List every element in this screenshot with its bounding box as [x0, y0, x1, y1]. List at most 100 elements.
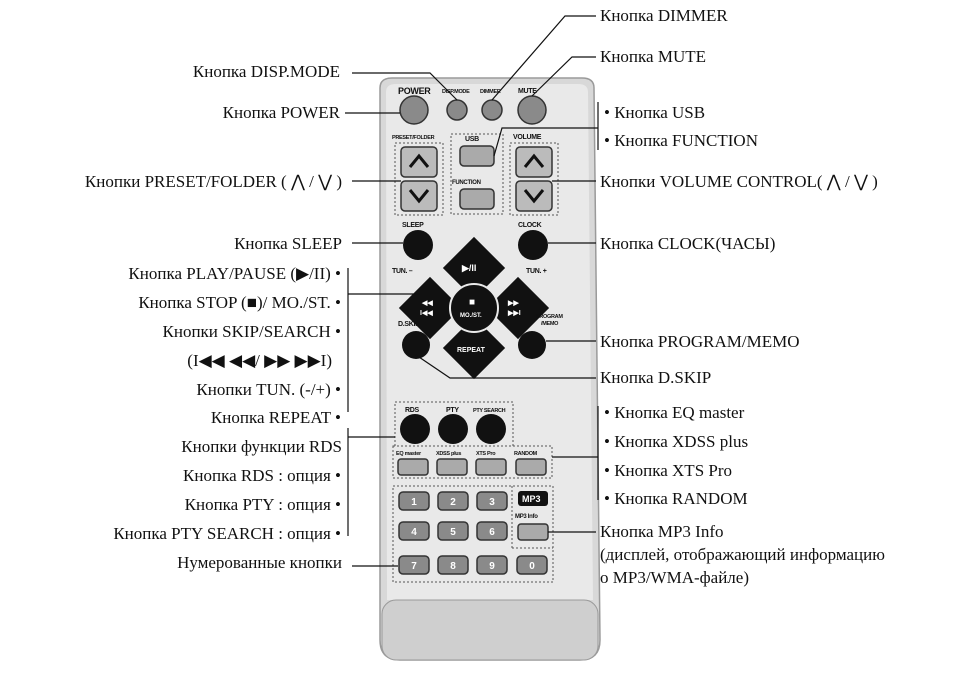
remote-tail — [381, 599, 599, 661]
label-xdss-plus: • Кнопка XDSS plus — [604, 432, 749, 451]
skip-back-button[interactable] — [398, 276, 462, 340]
mp3-info-button[interactable] — [517, 523, 549, 541]
volume-key-label: VOLUME — [513, 134, 542, 141]
program-key-label-2: /MEMO — [541, 321, 559, 327]
label-pty: Кнопка PTY : опция • — [184, 495, 341, 514]
digit-button-9[interactable] — [476, 555, 508, 575]
mute-button[interactable] — [517, 95, 547, 125]
preset-up-button[interactable] — [400, 146, 438, 178]
power-key-label: POWER — [398, 86, 431, 96]
xts-pro-button[interactable] — [475, 458, 507, 476]
digit-button-3[interactable] — [476, 491, 508, 511]
pty-button[interactable] — [438, 414, 468, 444]
callout-lines — [345, 15, 599, 567]
sleep-key-label: SLEEP — [402, 222, 424, 229]
label-skip-symbols: (I◀◀ ◀◀/ ▶▶ ▶▶I) — [187, 351, 332, 370]
label-stop: Кнопка STOP (■)/ MO./ST. • — [138, 293, 341, 312]
power-button[interactable] — [399, 95, 429, 125]
preset-folder-group — [394, 142, 444, 216]
tun-plus-key-label: TUN. + — [526, 268, 547, 275]
volume-up-button[interactable] — [515, 146, 553, 178]
leader-usb-function — [493, 127, 598, 157]
d-skip-button[interactable] — [402, 331, 430, 359]
play-pause-key-label: ▶/II — [461, 263, 476, 273]
label-clock: Кнопка CLOCK(ЧАСЫ) — [600, 234, 776, 253]
usb-key-label: USB — [465, 136, 479, 143]
dimmer-key-label: DIMMER — [480, 89, 501, 95]
next-key-label: ▶▶I — [507, 310, 521, 317]
random-button[interactable] — [515, 458, 547, 476]
dimmer-button[interactable] — [481, 99, 503, 121]
label-disp-mode: Кнопка DISP.MODE — [192, 62, 340, 81]
label-pty-search: Кнопка PTY SEARCH : опция • — [113, 524, 341, 543]
function-button[interactable] — [459, 188, 495, 210]
label-program: Кнопка PROGRAM/MEMO — [600, 332, 800, 351]
label-eq-master: • Кнопка EQ master — [604, 403, 745, 422]
label-mp3-info: Кнопка MP3 Info — [600, 522, 724, 541]
transport-cluster — [398, 236, 550, 380]
digit-button-8[interactable] — [437, 555, 469, 575]
digit-button-6[interactable] — [476, 521, 508, 541]
digit-button-1[interactable] — [398, 491, 430, 511]
digit-key-label-1: 1 — [411, 497, 417, 508]
digit-key-label-2: 2 — [450, 497, 456, 508]
label-usb: • Кнопка USB — [604, 103, 706, 122]
sound-group — [392, 445, 553, 479]
label-dimmer: Кнопка DIMMER — [600, 6, 728, 25]
mp3-badge — [518, 491, 548, 506]
preset-down-button[interactable] — [400, 180, 438, 212]
clock-button[interactable] — [518, 230, 548, 260]
skip-forward-button[interactable] — [486, 276, 550, 340]
prev-key-label: I◀◀ — [420, 310, 433, 317]
digit-key-label-8: 8 — [450, 561, 456, 572]
disp-mode-button[interactable] — [446, 99, 468, 121]
digit-button-2[interactable] — [437, 491, 469, 511]
digit-button-0[interactable] — [516, 555, 548, 575]
xdss-plus-button[interactable] — [436, 458, 468, 476]
label-sleep: Кнопка SLEEP — [234, 234, 342, 253]
digit-button-7[interactable] — [398, 555, 430, 575]
label-power: Кнопка POWER — [222, 103, 340, 122]
xdss-plus-key-label: XDSS plus — [436, 451, 461, 457]
number-pad-group — [392, 485, 554, 583]
volume-down-button[interactable] — [515, 180, 553, 212]
sleep-button[interactable] — [403, 230, 433, 260]
label-mp3-info-desc-1: (дисплей, отображающий информацию — [600, 545, 885, 564]
clock-key-label: CLOCK — [518, 222, 542, 229]
label-preset-folder: Кнопки PRESET/FOLDER ( ⋀ / ⋁ ) — [84, 172, 342, 191]
function-key-label: FUNCTION — [452, 180, 481, 186]
digit-key-label-0: 0 — [529, 561, 535, 572]
leader-mute — [531, 56, 596, 97]
rds-button[interactable] — [400, 414, 430, 444]
stop-button[interactable] — [449, 283, 499, 333]
volume-group — [509, 142, 559, 216]
rew-key-label: ◀◀ — [421, 300, 433, 307]
label-xts-pro: • Кнопка XTS Pro — [604, 461, 733, 480]
usb-button[interactable] — [459, 145, 495, 167]
usb-function-group — [450, 133, 504, 215]
rds-key-label: RDS — [405, 407, 420, 414]
eq-master-button[interactable] — [397, 458, 429, 476]
digit-button-5[interactable] — [437, 521, 469, 541]
repeat-button[interactable] — [442, 316, 506, 380]
d-skip-key-label: D.SKIP — [398, 321, 420, 328]
stop-key-label: ■ — [469, 297, 475, 308]
program-memo-button[interactable] — [518, 331, 546, 359]
pty-search-button[interactable] — [476, 414, 506, 444]
random-key-label: RANDOM — [514, 451, 538, 457]
label-rds-functions: Кнопки функции RDS — [181, 437, 342, 456]
preset-folder-key-label: PRESET/FOLDER — [392, 135, 435, 141]
mp3-key-label: MP3 — [522, 494, 541, 504]
fwd-key-label: ▶▶ — [507, 300, 519, 307]
chevron-down-icon — [408, 189, 430, 204]
mp3-info-key-label: MP3 Info — [515, 514, 538, 520]
leader-d-skip — [415, 354, 596, 379]
digit-key-label-9: 9 — [489, 561, 495, 572]
program-key-label-1: PROGRAM — [536, 314, 563, 320]
play-pause-button[interactable] — [442, 236, 506, 300]
digit-button-4[interactable] — [398, 521, 430, 541]
disp-mode-key-label: DISP.MODE — [442, 89, 470, 95]
